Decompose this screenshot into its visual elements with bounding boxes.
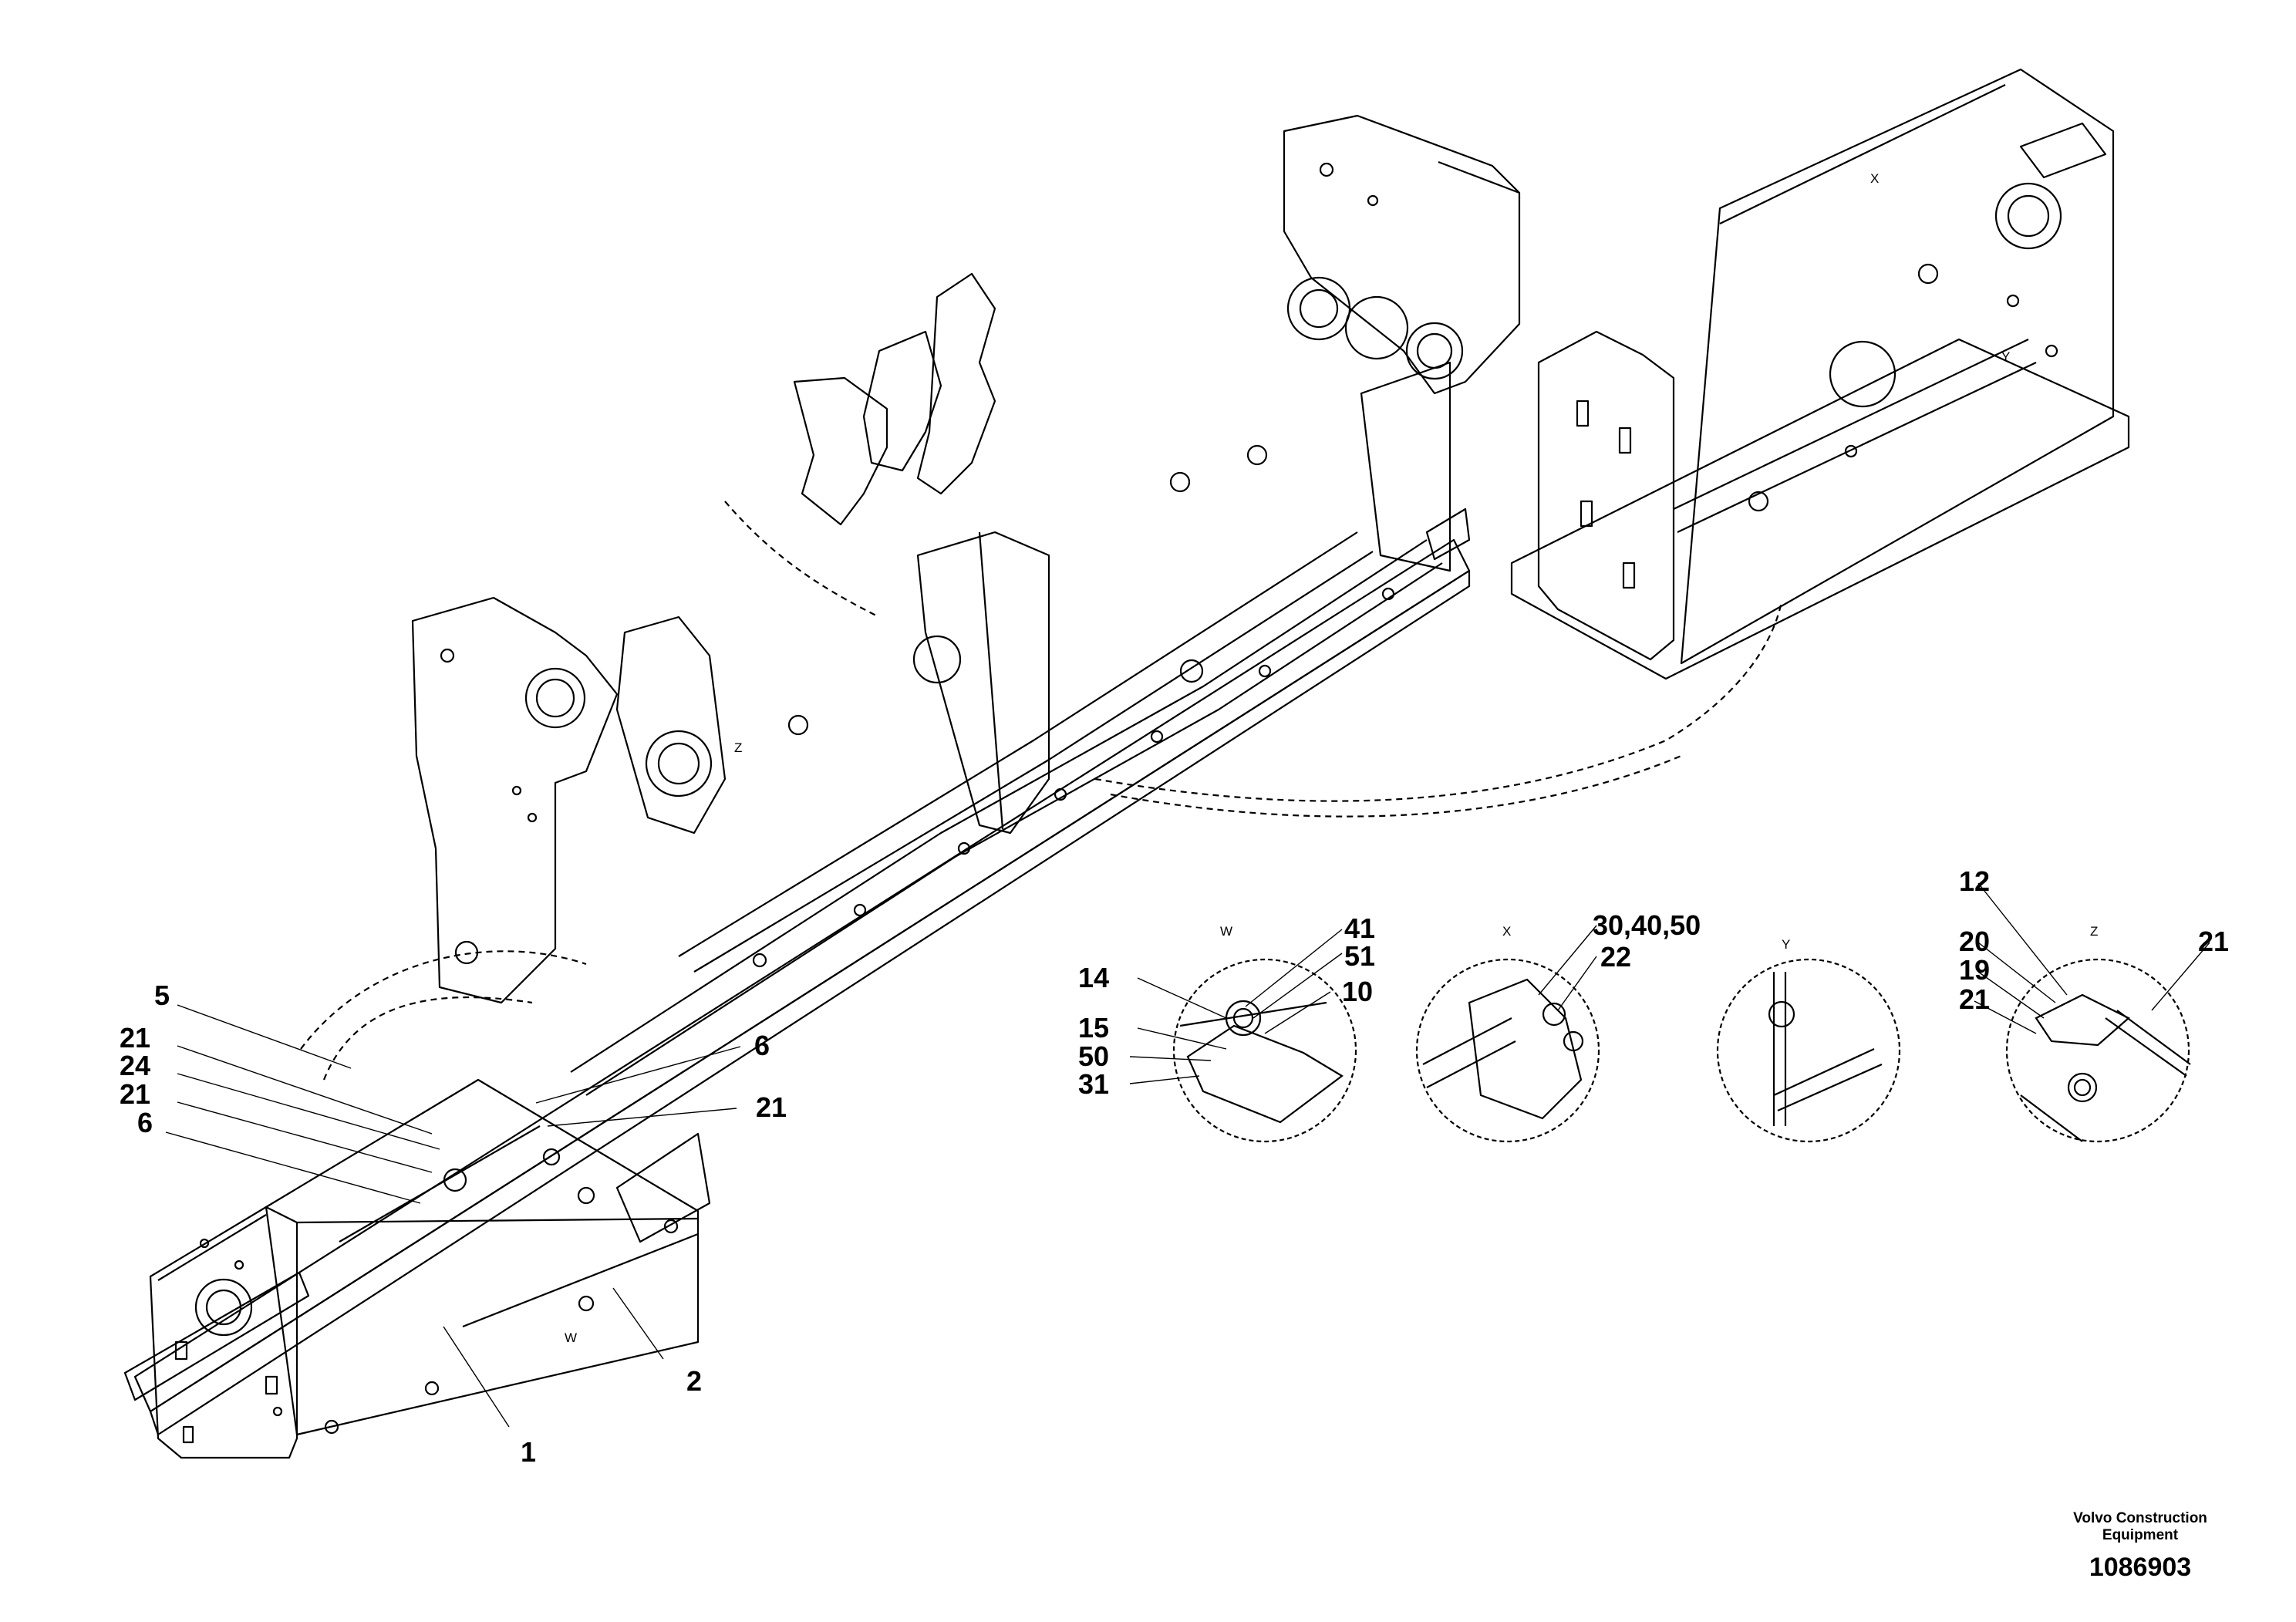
callout-50: 50 [1078, 1040, 1109, 1072]
frame-assembly [123, 114, 1783, 1459]
callout-21b: 21 [120, 1078, 150, 1110]
callout-51: 51 [1344, 940, 1375, 972]
view-w-detail: W [1220, 924, 1232, 939]
callouts: 5 21 24 21 6 6 21 2 1 14 15 50 31 41 51 … [120, 865, 2229, 1468]
view-z-main: Z [734, 740, 742, 755]
right-subframe [1510, 68, 2130, 680]
detail-view-z [2005, 958, 2191, 1143]
callout-22: 22 [1600, 941, 1631, 973]
center-tower [916, 531, 1050, 835]
view-y-main: Y [2001, 349, 2010, 364]
left-side-plate [411, 596, 619, 1004]
detail-view-w [1172, 958, 1357, 1143]
view-x-main: X [1870, 171, 1879, 186]
callout-21c: 21 [756, 1091, 787, 1123]
callout-6a: 6 [137, 1107, 153, 1138]
callout-30-40-50: 30,40,50 [1593, 909, 1701, 941]
company-name: Volvo Construction Equipment [2073, 1510, 2207, 1543]
callout-15: 15 [1078, 1012, 1109, 1044]
view-z-detail: Z [2090, 924, 2098, 939]
drawing-credit: Volvo Construction Equipment 1086903 [2055, 1510, 2225, 1583]
callout-31: 31 [1078, 1068, 1109, 1100]
right-casting [1283, 114, 1521, 395]
detail-view-y [1716, 958, 1901, 1143]
callout-21a: 21 [120, 1022, 150, 1054]
callout-1: 1 [521, 1436, 536, 1468]
view-x-detail: X [1502, 924, 1511, 939]
callout-24: 24 [120, 1050, 150, 1081]
base-beam [133, 538, 1471, 1413]
view-y-detail: Y [1782, 937, 1790, 952]
callout-41: 41 [1344, 912, 1375, 944]
view-letters: W Z X Y W X Y Z [565, 171, 2098, 1345]
view-w-main: W [565, 1330, 577, 1345]
callout-20: 20 [1959, 926, 1990, 957]
callout-14: 14 [1078, 962, 1109, 993]
callout-21d: 21 [1959, 983, 1990, 1015]
callout-6b: 6 [754, 1030, 770, 1061]
detail-view-x [1415, 958, 1600, 1143]
left-end-plate [149, 1206, 298, 1459]
leader-lines [165, 882, 2210, 1428]
callout-2: 2 [686, 1365, 702, 1397]
callout-10: 10 [1342, 976, 1373, 1007]
callout-5: 5 [154, 980, 170, 1011]
drawing-number: 1086903 [2089, 1553, 2192, 1582]
callout-21e: 21 [2198, 926, 2229, 957]
callout-19: 19 [1959, 954, 1990, 986]
callout-12: 12 [1959, 865, 1990, 897]
